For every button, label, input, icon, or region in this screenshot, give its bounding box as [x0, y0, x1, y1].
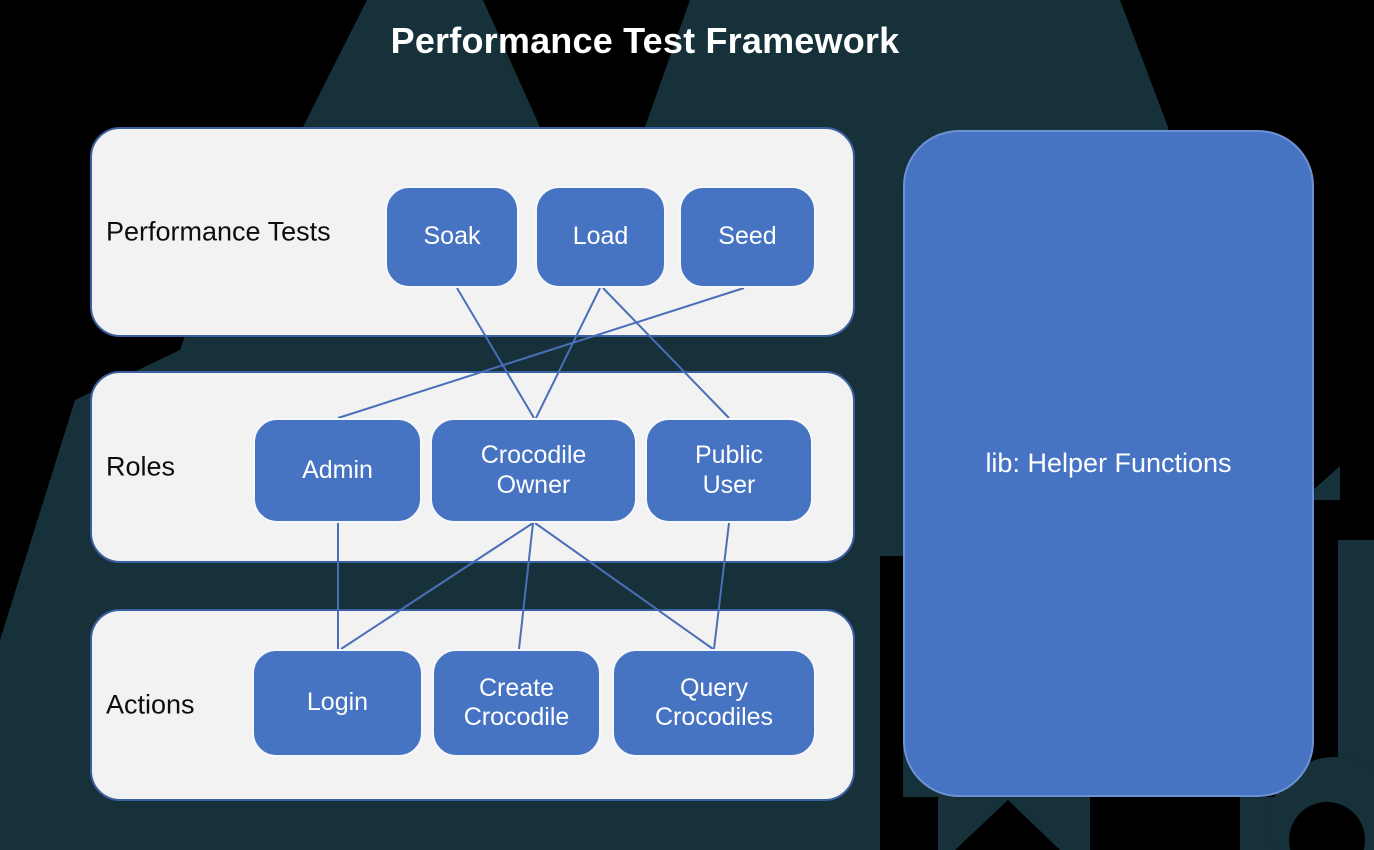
node-soak: Soak	[385, 186, 519, 288]
panel-label-actions: Actions	[106, 689, 195, 720]
node-login: Login	[252, 649, 423, 757]
node-query-crocodiles: Query Crocodiles	[612, 649, 816, 757]
node-admin: Admin	[253, 418, 422, 523]
node-create-crocodile: Create Crocodile	[432, 649, 601, 757]
backdrop-glyph-block	[1090, 797, 1230, 850]
panel-label-performance-tests: Performance Tests	[106, 216, 331, 247]
backdrop-arch-inner	[1289, 802, 1365, 850]
backdrop-glyph-lambda	[955, 800, 1060, 850]
node-seed: Seed	[679, 186, 816, 288]
backdrop-glyph-bar-foot	[880, 797, 938, 850]
node-crocodile-owner: Crocodile Owner	[430, 418, 637, 523]
backdrop-glyph-bar	[880, 556, 903, 850]
lib-helper-box: lib: Helper Functions	[903, 130, 1314, 797]
node-load: Load	[535, 186, 666, 288]
page-title: Performance Test Framework	[390, 20, 900, 61]
backdrop-fragment	[1240, 797, 1300, 850]
node-public-user: Public User	[645, 418, 813, 523]
backdrop-column	[1338, 540, 1374, 850]
panel-label-roles: Roles	[106, 451, 176, 482]
lib-helper-label: lib: Helper Functions	[985, 448, 1232, 478]
